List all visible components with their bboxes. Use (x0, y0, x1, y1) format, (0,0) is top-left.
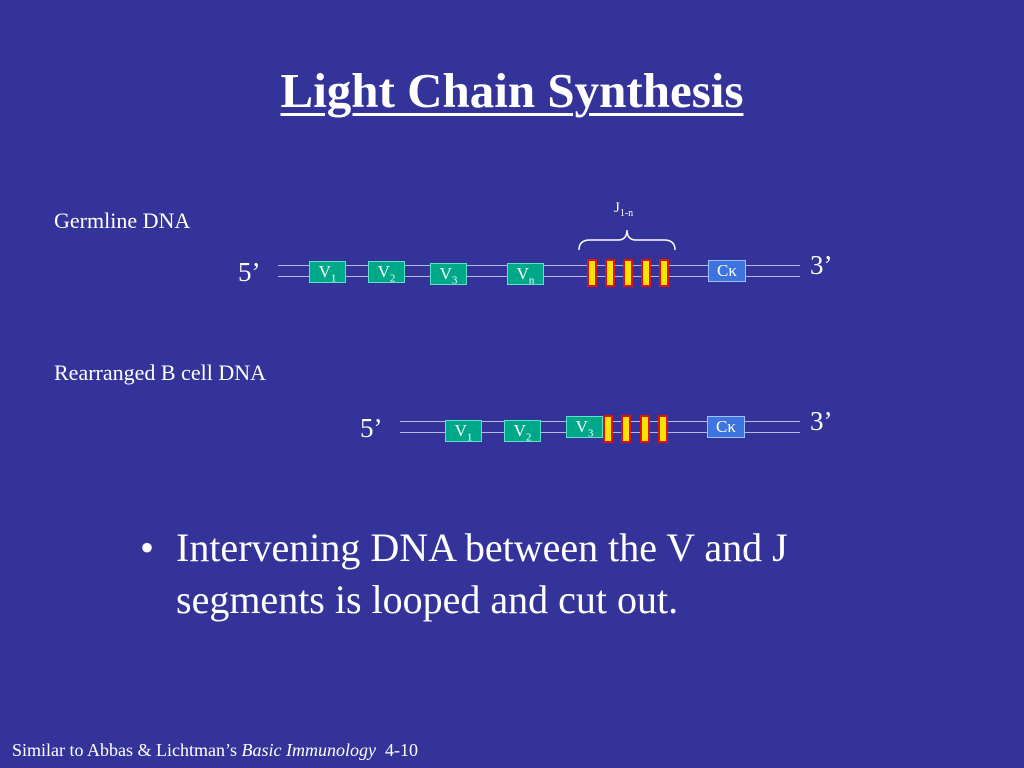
rearranged-j4-segment (658, 415, 668, 443)
germline-three-prime: 3’ (810, 250, 833, 280)
germline-vn-segment: Vn (507, 263, 544, 286)
germline-v2-segment: V2 (368, 261, 405, 284)
germline-j-brace (578, 229, 676, 251)
germline-j2-segment (605, 259, 615, 287)
rearranged-label: Rearranged B cell DNA (54, 360, 266, 385)
footer-book-title: Basic Immunology (241, 740, 376, 760)
germline-j3-segment (623, 259, 633, 287)
rearranged-j2-segment (621, 415, 631, 443)
germline-v1-segment: V1 (309, 261, 346, 284)
rearranged-c-kappa-segment: Cκ (707, 416, 745, 438)
germline-j1-segment (587, 259, 597, 287)
rearranged-j3-segment (640, 415, 650, 443)
bullet-text: Intervening DNA between the V and J segm… (176, 525, 788, 622)
germline-c-kappa-segment: Cκ (708, 260, 746, 282)
slide-title: Light Chain Synthesis (280, 63, 744, 118)
rearranged-v3-segment: V3 (566, 416, 603, 439)
rearranged-five-prime: 5’ (360, 413, 383, 443)
rearranged-three-prime: 3’ (810, 406, 833, 436)
rearranged-v2-segment: V2 (504, 420, 541, 443)
germline-j4-segment (641, 259, 651, 287)
germline-label: Germline DNA (54, 208, 191, 233)
rearranged-v1-segment: V1 (445, 420, 482, 443)
bullet-marker: • (140, 525, 155, 570)
rearranged-j1-segment (603, 415, 613, 443)
footer-citation: Similar to Abbas & Lichtman’s Basic Immu… (12, 740, 418, 760)
germline-j-label: J1-n (614, 200, 634, 219)
germline-v3-segment: V3 (430, 263, 467, 286)
germline-five-prime: 5’ (238, 257, 261, 287)
germline-j5-segment (659, 259, 669, 287)
